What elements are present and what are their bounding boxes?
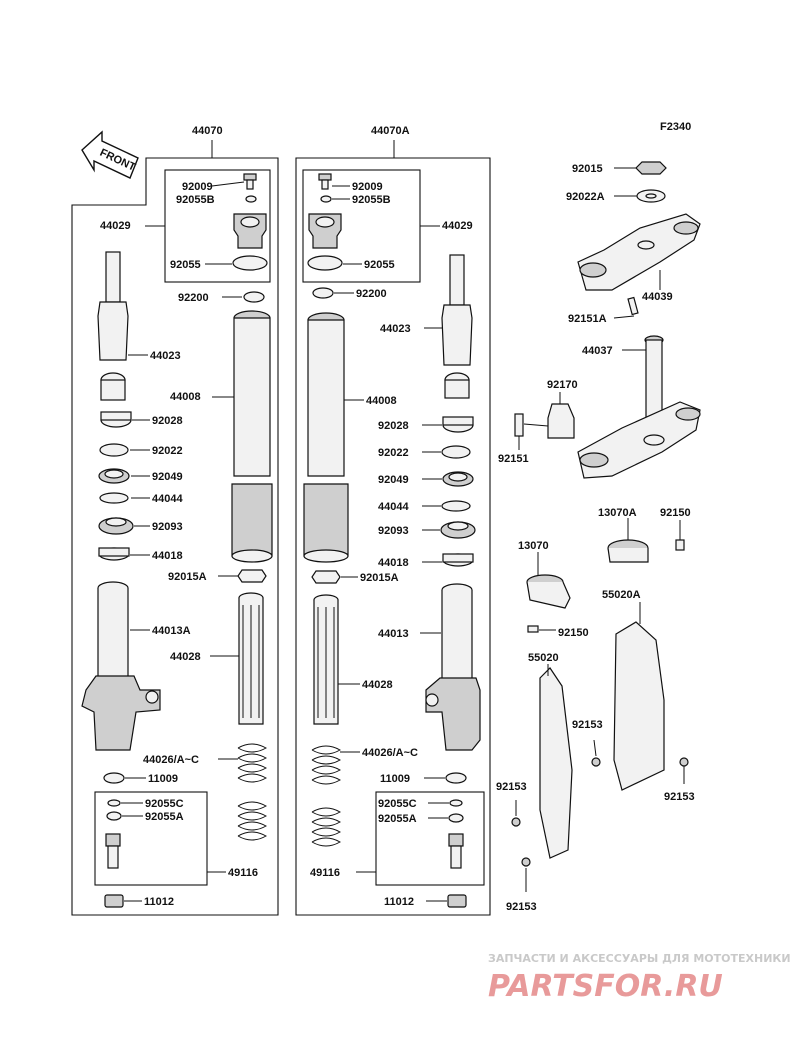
label-11009-r: 11009 xyxy=(380,773,410,785)
label-92055C-r: 92055C xyxy=(378,798,417,810)
label-44013A-l: 44013A xyxy=(152,625,191,637)
label-92009-l: 92009 xyxy=(182,181,213,193)
label-92055-r: 92055 xyxy=(364,259,395,271)
label-92093-r: 92093 xyxy=(378,525,409,537)
label-44070: 44070 xyxy=(192,125,223,137)
label-11012-l: 11012 xyxy=(144,896,174,908)
label-92022-l: 92022 xyxy=(152,445,183,457)
label-44018-r: 44018 xyxy=(378,557,409,569)
label-44008-r: 44008 xyxy=(366,395,397,407)
label-44028-r: 44028 xyxy=(362,679,393,691)
label-92200-l: 92200 xyxy=(178,292,209,304)
label-92009-r: 92009 xyxy=(352,181,383,193)
right-fork-assembly: 44070A 92009 92055B 92055 44029 92200 44… xyxy=(295,125,491,916)
watermark-text: ЗАПЧАСТИ И АКСЕССУАРЫ ДЛЯ МОТОТЕХНИКИ xyxy=(488,952,791,965)
label-44037: 44037 xyxy=(582,345,613,357)
label-92055A-r: 92055A xyxy=(378,813,417,825)
label-44026-r: 44026/A~C xyxy=(362,747,418,759)
label-92055-l: 92055 xyxy=(170,259,201,271)
label-92022-r: 92022 xyxy=(378,447,409,459)
label-92200-r: 92200 xyxy=(356,288,387,300)
label-11012-r: 11012 xyxy=(384,896,414,908)
left-fork-assembly: 44070 92009 92055B 92055 44029 92200 440… xyxy=(71,125,279,916)
label-92015: 92015 xyxy=(572,163,603,175)
label-44044-l: 44044 xyxy=(152,493,183,505)
label-44026-l: 44026/A~C xyxy=(143,754,199,766)
label-44018-l: 44018 xyxy=(152,550,183,562)
label-44008-l: 44008 xyxy=(170,391,201,403)
label-92049-r: 92049 xyxy=(378,474,409,486)
label-92028-r: 92028 xyxy=(378,420,409,432)
label-92055C-l: 92055C xyxy=(145,798,184,810)
watermark-logo: PARTSFOR.RU xyxy=(488,969,723,1004)
label-92015A-l: 92015A xyxy=(168,571,207,583)
label-44070A: 44070A xyxy=(371,125,410,137)
label-44023-r: 44023 xyxy=(380,323,411,335)
label-44039: 44039 xyxy=(642,291,673,303)
label-92153d: 92153 xyxy=(506,901,537,913)
label-44029-l: 44029 xyxy=(100,220,131,232)
label-92150b: 92150 xyxy=(558,627,589,639)
label-92153b: 92153 xyxy=(664,791,695,803)
label-44023-l: 44023 xyxy=(150,350,181,362)
steering-assembly: 92015 92022A 44039 92151A 44037 92170 9 xyxy=(496,161,701,913)
label-92153a: 92153 xyxy=(572,719,603,731)
label-92150a: 92150 xyxy=(660,507,691,519)
label-13070: 13070 xyxy=(518,540,549,552)
figure-code: F2340 xyxy=(660,121,691,133)
label-92151A: 92151A xyxy=(568,313,607,325)
label-92170: 92170 xyxy=(547,379,578,391)
label-44028-l: 44028 xyxy=(170,651,201,663)
label-92093-l: 92093 xyxy=(152,521,183,533)
label-92055A-l: 92055A xyxy=(145,811,184,823)
label-55020A: 55020A xyxy=(602,589,641,601)
label-92153c: 92153 xyxy=(496,781,527,793)
label-92055B-r: 92055B xyxy=(352,194,391,206)
label-11009-l: 11009 xyxy=(148,773,178,785)
label-49116-l: 49116 xyxy=(228,867,258,879)
label-44029-r: 44029 xyxy=(442,220,473,232)
label-13070A: 13070A xyxy=(598,507,637,519)
label-44044-r: 44044 xyxy=(378,501,409,513)
label-55020: 55020 xyxy=(528,652,559,664)
label-44013-r: 44013 xyxy=(378,628,409,640)
label-92022A: 92022A xyxy=(566,191,605,203)
label-49116-r: 49116 xyxy=(310,867,340,879)
front-arrow-icon: FRONT xyxy=(81,130,139,179)
label-92151: 92151 xyxy=(498,453,529,465)
label-92028-l: 92028 xyxy=(152,415,183,427)
label-92055B-l: 92055B xyxy=(176,194,215,206)
label-92015A-r: 92015A xyxy=(360,572,399,584)
label-92049-l: 92049 xyxy=(152,471,183,483)
